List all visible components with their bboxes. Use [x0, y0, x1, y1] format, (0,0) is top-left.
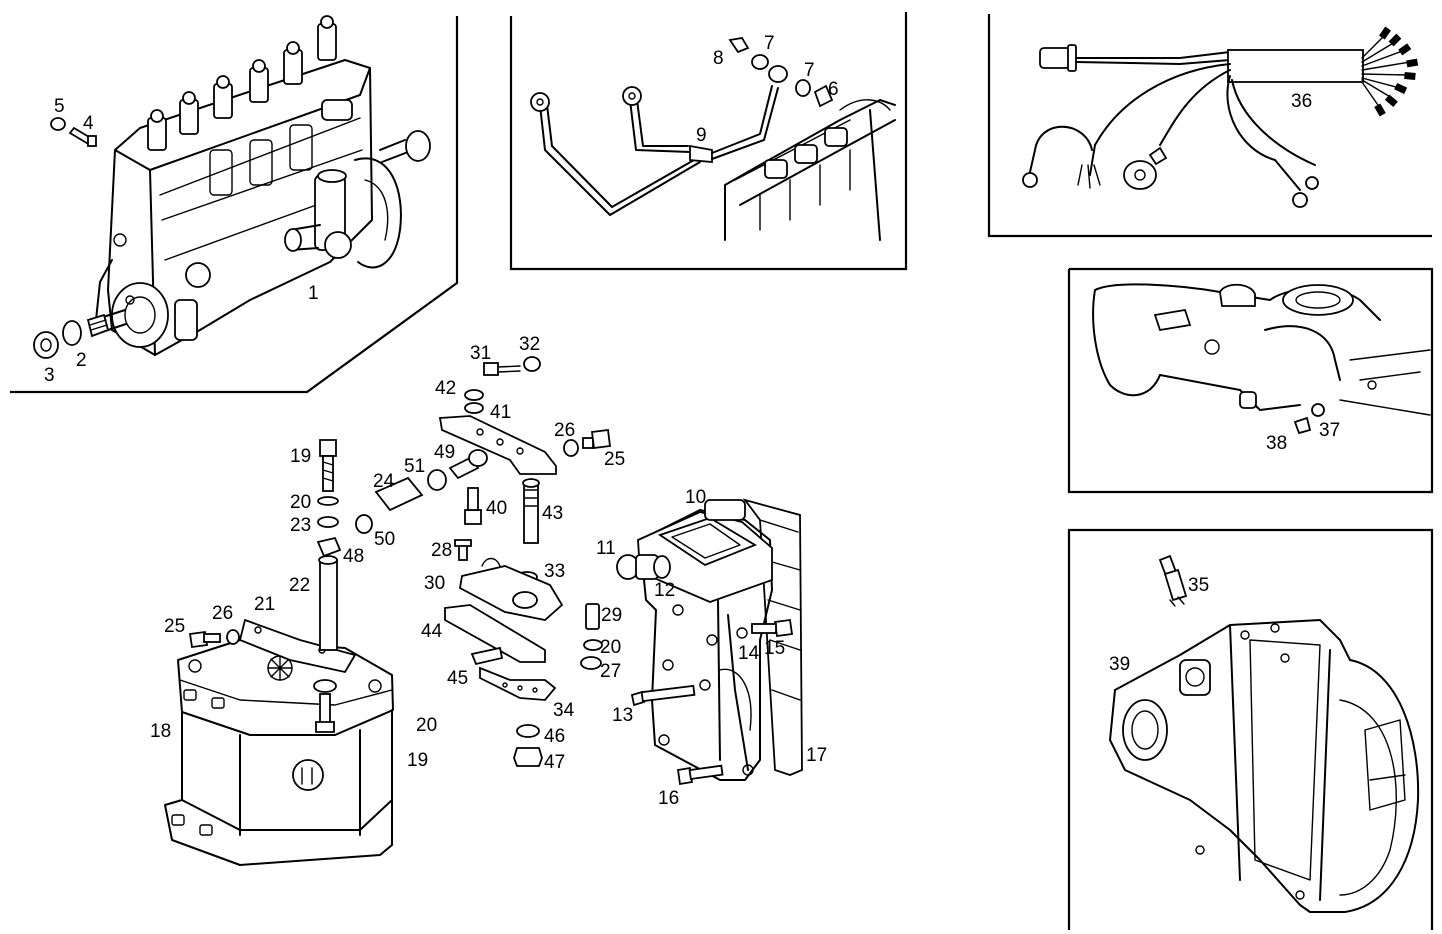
- callout-5: 5: [54, 96, 65, 117]
- frame-manifold: [1067, 267, 1434, 494]
- callout-39: 39: [1109, 654, 1130, 675]
- callout-8: 8: [713, 48, 724, 69]
- callout-6: 6: [828, 79, 839, 100]
- wiring-harness-drawing: [1022, 26, 1419, 208]
- callout-4: 4: [83, 113, 94, 134]
- callout-45: 45: [447, 668, 468, 689]
- frame-wiring-harness: [987, 14, 1432, 238]
- callout-46: 46: [544, 726, 565, 747]
- callout-37: 37: [1319, 420, 1340, 441]
- callout-33: 33: [544, 561, 565, 582]
- callout-18: 18: [150, 721, 171, 742]
- callout-48: 48: [343, 546, 364, 567]
- callout-2: 2: [76, 350, 87, 371]
- callout-7a: 7: [764, 33, 775, 54]
- callout-25a: 25: [164, 616, 185, 637]
- callout-36: 36: [1291, 91, 1312, 112]
- callout-31: 31: [470, 343, 491, 364]
- callout-10: 10: [685, 487, 706, 508]
- callout-16: 16: [658, 788, 679, 809]
- linkage-drawing: [355, 356, 612, 767]
- frame-injection-pump: [10, 16, 459, 394]
- callout-47: 47: [544, 752, 565, 773]
- callout-19a: 19: [290, 446, 311, 467]
- callout-labels: 1 2 3 4 5 6 7 7 8 9 10 11 12 13 14 15 16…: [44, 33, 1340, 809]
- callout-20a: 20: [290, 492, 311, 513]
- callout-41: 41: [490, 402, 511, 423]
- callout-15: 15: [764, 638, 785, 659]
- callout-3: 3: [44, 365, 55, 386]
- callout-40: 40: [486, 498, 507, 519]
- callout-11: 11: [596, 538, 616, 559]
- fuel-pipes-drawing: [530, 37, 896, 241]
- callout-26a: 26: [212, 603, 233, 624]
- callout-38: 38: [1266, 433, 1287, 454]
- callout-23: 23: [290, 515, 311, 536]
- callout-35: 35: [1188, 575, 1209, 596]
- callout-1: 1: [308, 283, 319, 304]
- callout-51: 51: [404, 456, 425, 477]
- callout-22: 22: [289, 575, 310, 596]
- injection-pump-drawing: [95, 15, 431, 356]
- callout-34: 34: [553, 700, 575, 721]
- callout-13: 13: [612, 705, 633, 726]
- callout-9: 9: [696, 125, 707, 146]
- callout-21: 21: [254, 594, 275, 615]
- callout-24: 24: [373, 471, 395, 492]
- callout-14: 14: [738, 643, 760, 664]
- callout-50: 50: [374, 529, 395, 550]
- callout-28: 28: [431, 540, 452, 561]
- frame-bell-housing: [1067, 528, 1434, 930]
- callout-43: 43: [542, 503, 563, 524]
- callout-20c: 20: [600, 637, 621, 658]
- hydraulic-pump-drawing: [164, 439, 394, 866]
- callout-27: 27: [600, 661, 621, 682]
- callout-29: 29: [601, 605, 622, 626]
- callout-44: 44: [421, 621, 443, 642]
- callout-30: 30: [424, 573, 445, 594]
- panel-frames: [10, 12, 1434, 930]
- callout-17: 17: [806, 745, 827, 766]
- bell-housing-drawing: [1109, 554, 1420, 913]
- callout-20b: 20: [416, 715, 437, 736]
- callout-25b: 25: [604, 449, 625, 470]
- callout-32: 32: [519, 334, 540, 355]
- callout-42: 42: [435, 378, 456, 399]
- manifold-drawing: [1092, 283, 1431, 435]
- callout-7b: 7: [804, 60, 815, 81]
- callout-26b: 26: [554, 420, 575, 441]
- callout-12: 12: [654, 580, 675, 601]
- callout-19b: 19: [407, 750, 428, 771]
- callout-49: 49: [434, 442, 455, 463]
- frame-fuel-pipes: [509, 12, 908, 271]
- pump-small-parts: [33, 117, 110, 359]
- bracket-drawing: [616, 498, 803, 786]
